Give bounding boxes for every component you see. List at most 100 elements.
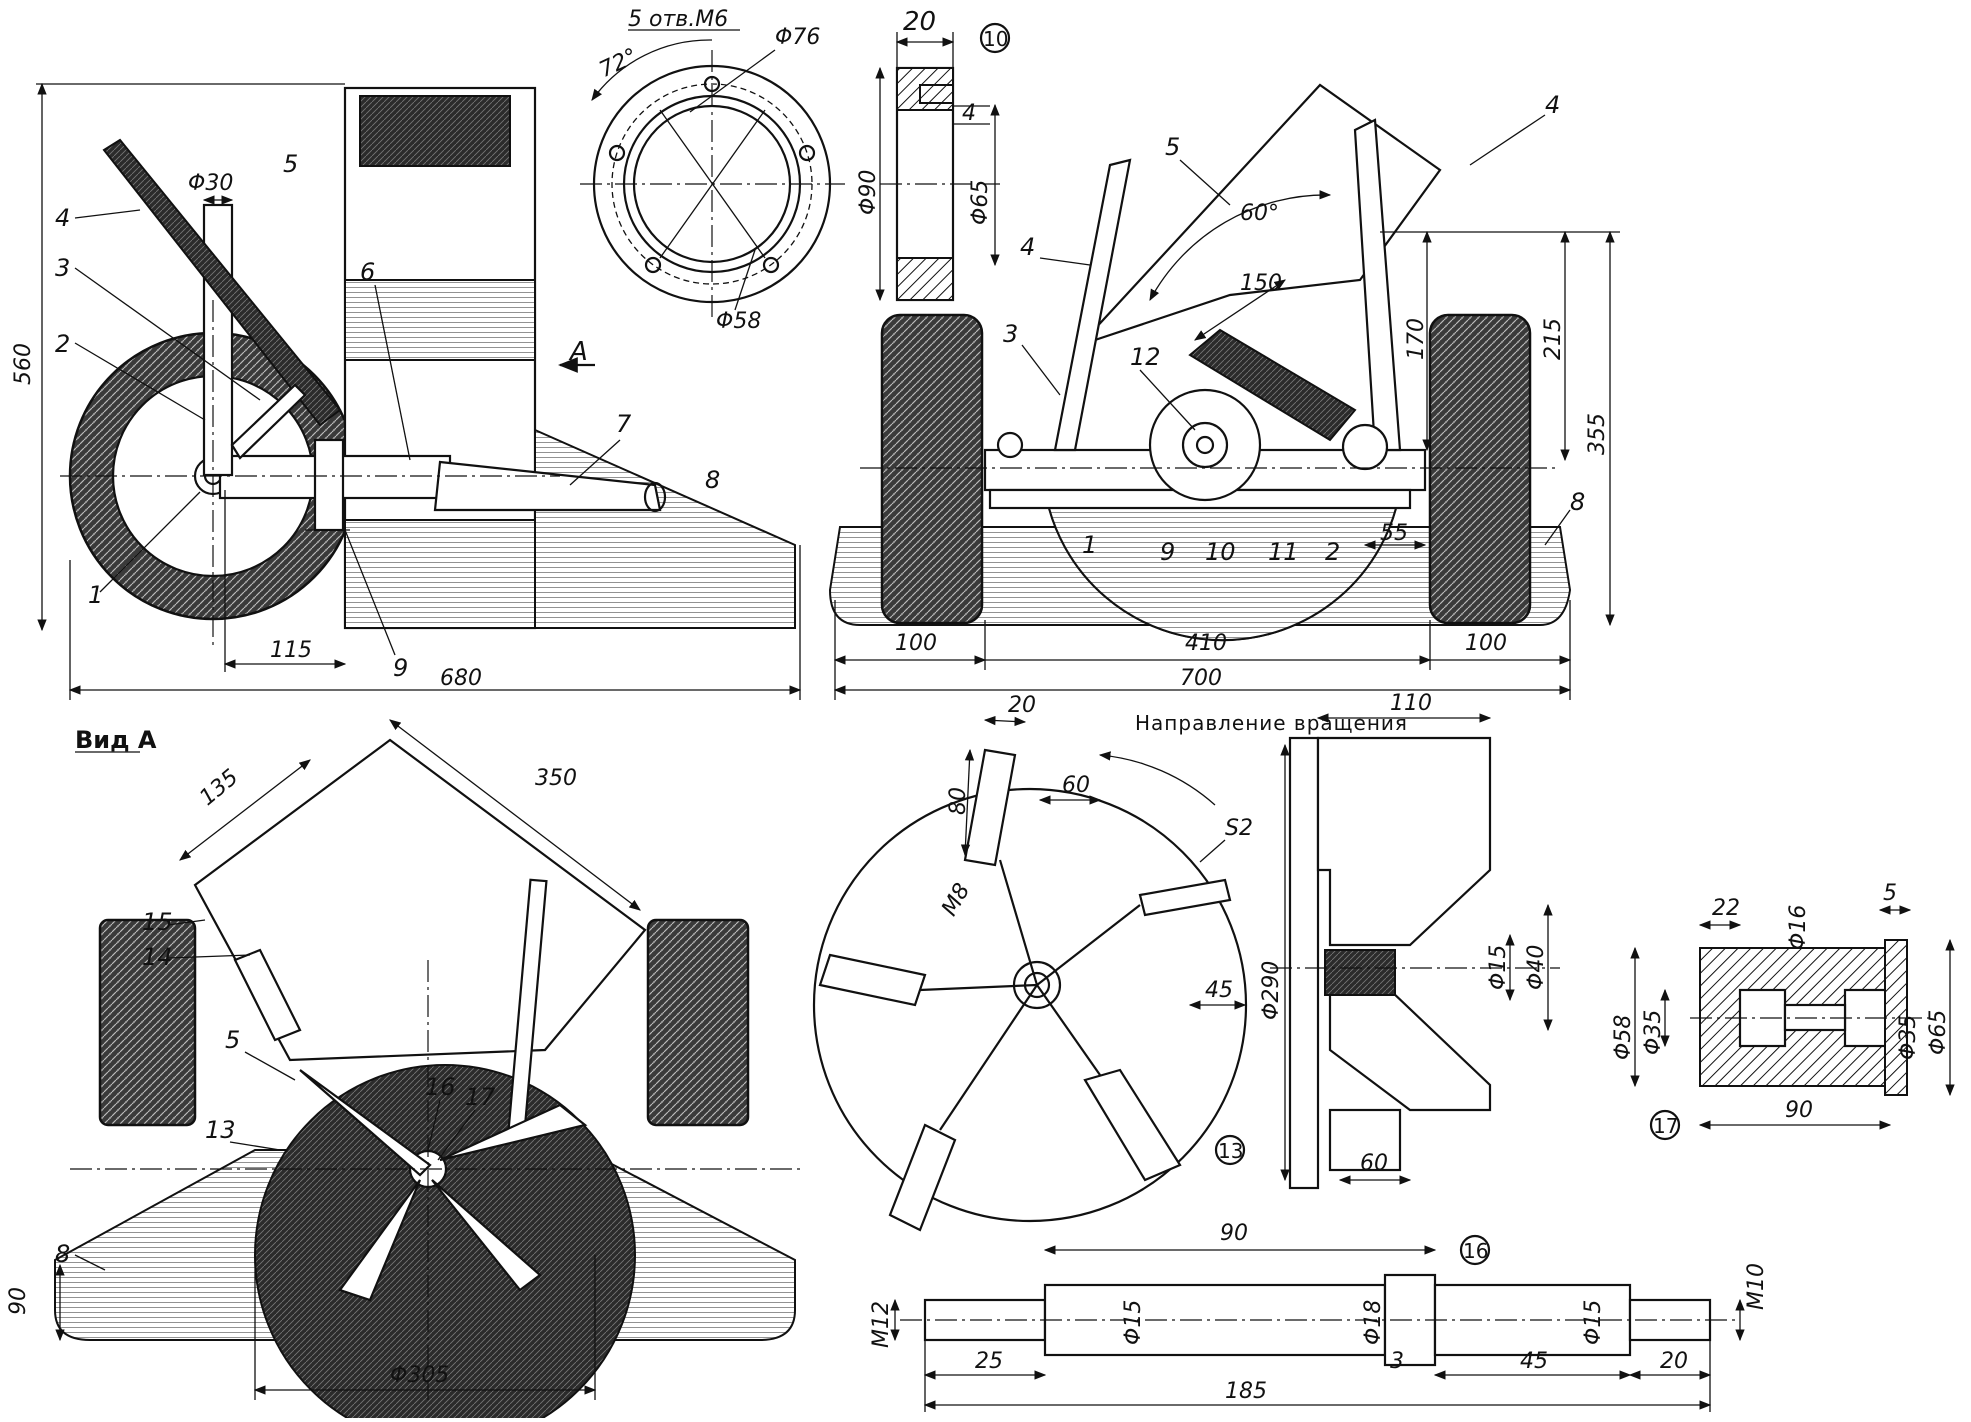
viewa-left-tire bbox=[98, 918, 197, 1127]
rotor-13: 60 20 80 M8 S2 45 Направление вращения 1… bbox=[812, 691, 1560, 1232]
dim-len150: 150 bbox=[1240, 271, 1282, 296]
viewa-right-tire bbox=[646, 918, 750, 1127]
part-label: 1 bbox=[1082, 531, 1097, 559]
dim-d16: Φ16 bbox=[1786, 905, 1811, 950]
bushing-17: 22 Φ16 5 Φ58 Φ35 Φ35 Φ65 90 17 bbox=[1611, 881, 1955, 1141]
dim-h170: 170 bbox=[1404, 318, 1429, 360]
strut-3 bbox=[230, 383, 307, 460]
part-number-13: 13 bbox=[1218, 1139, 1243, 1163]
dim-width: 680 bbox=[440, 666, 482, 691]
dim-l3: 3 bbox=[1390, 1349, 1404, 1374]
part-number-10: 10 bbox=[983, 27, 1008, 51]
dim-h215: 215 bbox=[1541, 318, 1566, 360]
rotor-section-plate bbox=[1288, 736, 1320, 1190]
rotor-housing bbox=[1043, 489, 1402, 642]
dim-305: Φ305 bbox=[390, 1363, 449, 1388]
part-label: 8 bbox=[55, 1240, 70, 1268]
blade-8 bbox=[534, 428, 796, 629]
part-label: 5 bbox=[283, 150, 298, 178]
dim-l185: 185 bbox=[1225, 1379, 1267, 1404]
dim-l45: 45 bbox=[1520, 1349, 1548, 1374]
dim-w60: 60 bbox=[1062, 773, 1090, 798]
dim-m10: M10 bbox=[1744, 1263, 1769, 1310]
part-label: 9 bbox=[1160, 538, 1175, 566]
side-view: 560 680 115 Φ30 A 4 3 2 1 5 6 7 8 9 bbox=[11, 82, 802, 700]
dim-d35a: Φ35 bbox=[1641, 1010, 1666, 1055]
dim-d-body: Φ90 bbox=[856, 170, 881, 215]
flange-10: 72° 5 отв.М6 Φ76 Φ58 20 4 Φ90 Φ65 10 bbox=[580, 7, 1011, 334]
rotor-vane bbox=[1138, 878, 1232, 917]
rotor-vane bbox=[888, 1123, 957, 1232]
part-label: 7 bbox=[616, 410, 632, 438]
rotor-section-upper bbox=[1316, 736, 1492, 947]
view-a: Вид А 135 350 90 Φ305 15 14 5 13 16 bbox=[6, 719, 800, 1422]
part-label: 2 bbox=[55, 330, 70, 358]
part-label: 14 bbox=[142, 943, 173, 971]
handle-right bbox=[1353, 118, 1402, 452]
dim-350: 350 bbox=[535, 766, 577, 791]
dim-d18: Φ18 bbox=[1361, 1300, 1386, 1345]
dim-w100a: 100 bbox=[895, 631, 937, 656]
part-label: 9 bbox=[393, 654, 408, 682]
part-label: 8 bbox=[705, 466, 720, 494]
dim-w410: 410 bbox=[1185, 631, 1227, 656]
dim-d15a: Φ15 bbox=[1121, 1300, 1146, 1345]
dim-w60b: 60 bbox=[1360, 1151, 1388, 1176]
view-a-title: Вид А bbox=[75, 726, 157, 754]
dim-d65: Φ65 bbox=[1926, 1010, 1951, 1055]
view-arrow-a: A bbox=[568, 337, 588, 367]
dim-d35b: Φ35 bbox=[1896, 1015, 1921, 1060]
part-label: 4 bbox=[1020, 233, 1035, 261]
dim-len90: 90 bbox=[1785, 1098, 1813, 1123]
dim-d15: Φ15 bbox=[1486, 945, 1511, 990]
dim-l25: 25 bbox=[975, 1349, 1003, 1374]
dim-height: 560 bbox=[11, 343, 36, 385]
part-label: 5 bbox=[1165, 133, 1180, 161]
dim-len90: 90 bbox=[1220, 1221, 1248, 1246]
dim-holes: 5 отв.М6 bbox=[628, 7, 728, 32]
part-label: 5 bbox=[225, 1026, 240, 1054]
dim-w100b: 100 bbox=[1465, 631, 1507, 656]
part-label: 1 bbox=[88, 581, 103, 609]
dim-d-bore: Φ65 bbox=[968, 180, 993, 225]
dim-d-inner: Φ58 bbox=[716, 309, 761, 334]
dim-d-outer: Φ76 bbox=[775, 25, 820, 50]
dim-d22: 22 bbox=[1712, 896, 1740, 921]
rotor-vane bbox=[818, 953, 927, 1007]
right-tire bbox=[1428, 313, 1532, 625]
handle-4 bbox=[102, 138, 342, 427]
dim-d40: Φ40 bbox=[1524, 945, 1549, 990]
part-label: 4 bbox=[55, 204, 70, 232]
part-label: 13 bbox=[205, 1116, 236, 1144]
dim-lip: 4 bbox=[962, 101, 976, 126]
front-view: 170 215 355 55 150 60° 100 410 100 700 5… bbox=[828, 83, 1620, 700]
dim-w55: 55 bbox=[1380, 521, 1408, 546]
dim-w45: 45 bbox=[1205, 978, 1233, 1003]
dim-90: 90 bbox=[6, 1287, 31, 1315]
dim-d58: Φ58 bbox=[1611, 1015, 1636, 1060]
part-label: 8 bbox=[1570, 488, 1585, 516]
part-label: 12 bbox=[1130, 343, 1161, 371]
part-number-17: 17 bbox=[1653, 1114, 1678, 1138]
part-label: 10 bbox=[1205, 538, 1236, 566]
part-label: 6 bbox=[360, 258, 375, 286]
dim-d290: Φ290 bbox=[1259, 961, 1284, 1020]
dim-w110: 110 bbox=[1390, 691, 1432, 716]
part-label: 2 bbox=[1325, 538, 1340, 566]
hopper-top bbox=[359, 95, 511, 167]
part-label: 17 bbox=[465, 1083, 496, 1111]
handle-left bbox=[1053, 158, 1132, 452]
part-label: 15 bbox=[142, 908, 173, 936]
part-label: 3 bbox=[55, 254, 70, 282]
dim-135: 135 bbox=[195, 765, 243, 811]
rotation-direction: Направление вращения bbox=[1135, 711, 1408, 735]
part-label: 11 bbox=[1268, 538, 1299, 566]
dim-m12: M12 bbox=[869, 1301, 894, 1348]
dim-h80: 80 bbox=[946, 787, 971, 815]
dim-w700: 700 bbox=[1180, 666, 1222, 691]
part-label: 3 bbox=[1003, 320, 1018, 348]
dim-d15b: Φ15 bbox=[1581, 1300, 1606, 1345]
shaft-16: 90 16 M12 Φ15 Φ18 Φ15 M10 25 3 45 20 185 bbox=[869, 1221, 1769, 1412]
